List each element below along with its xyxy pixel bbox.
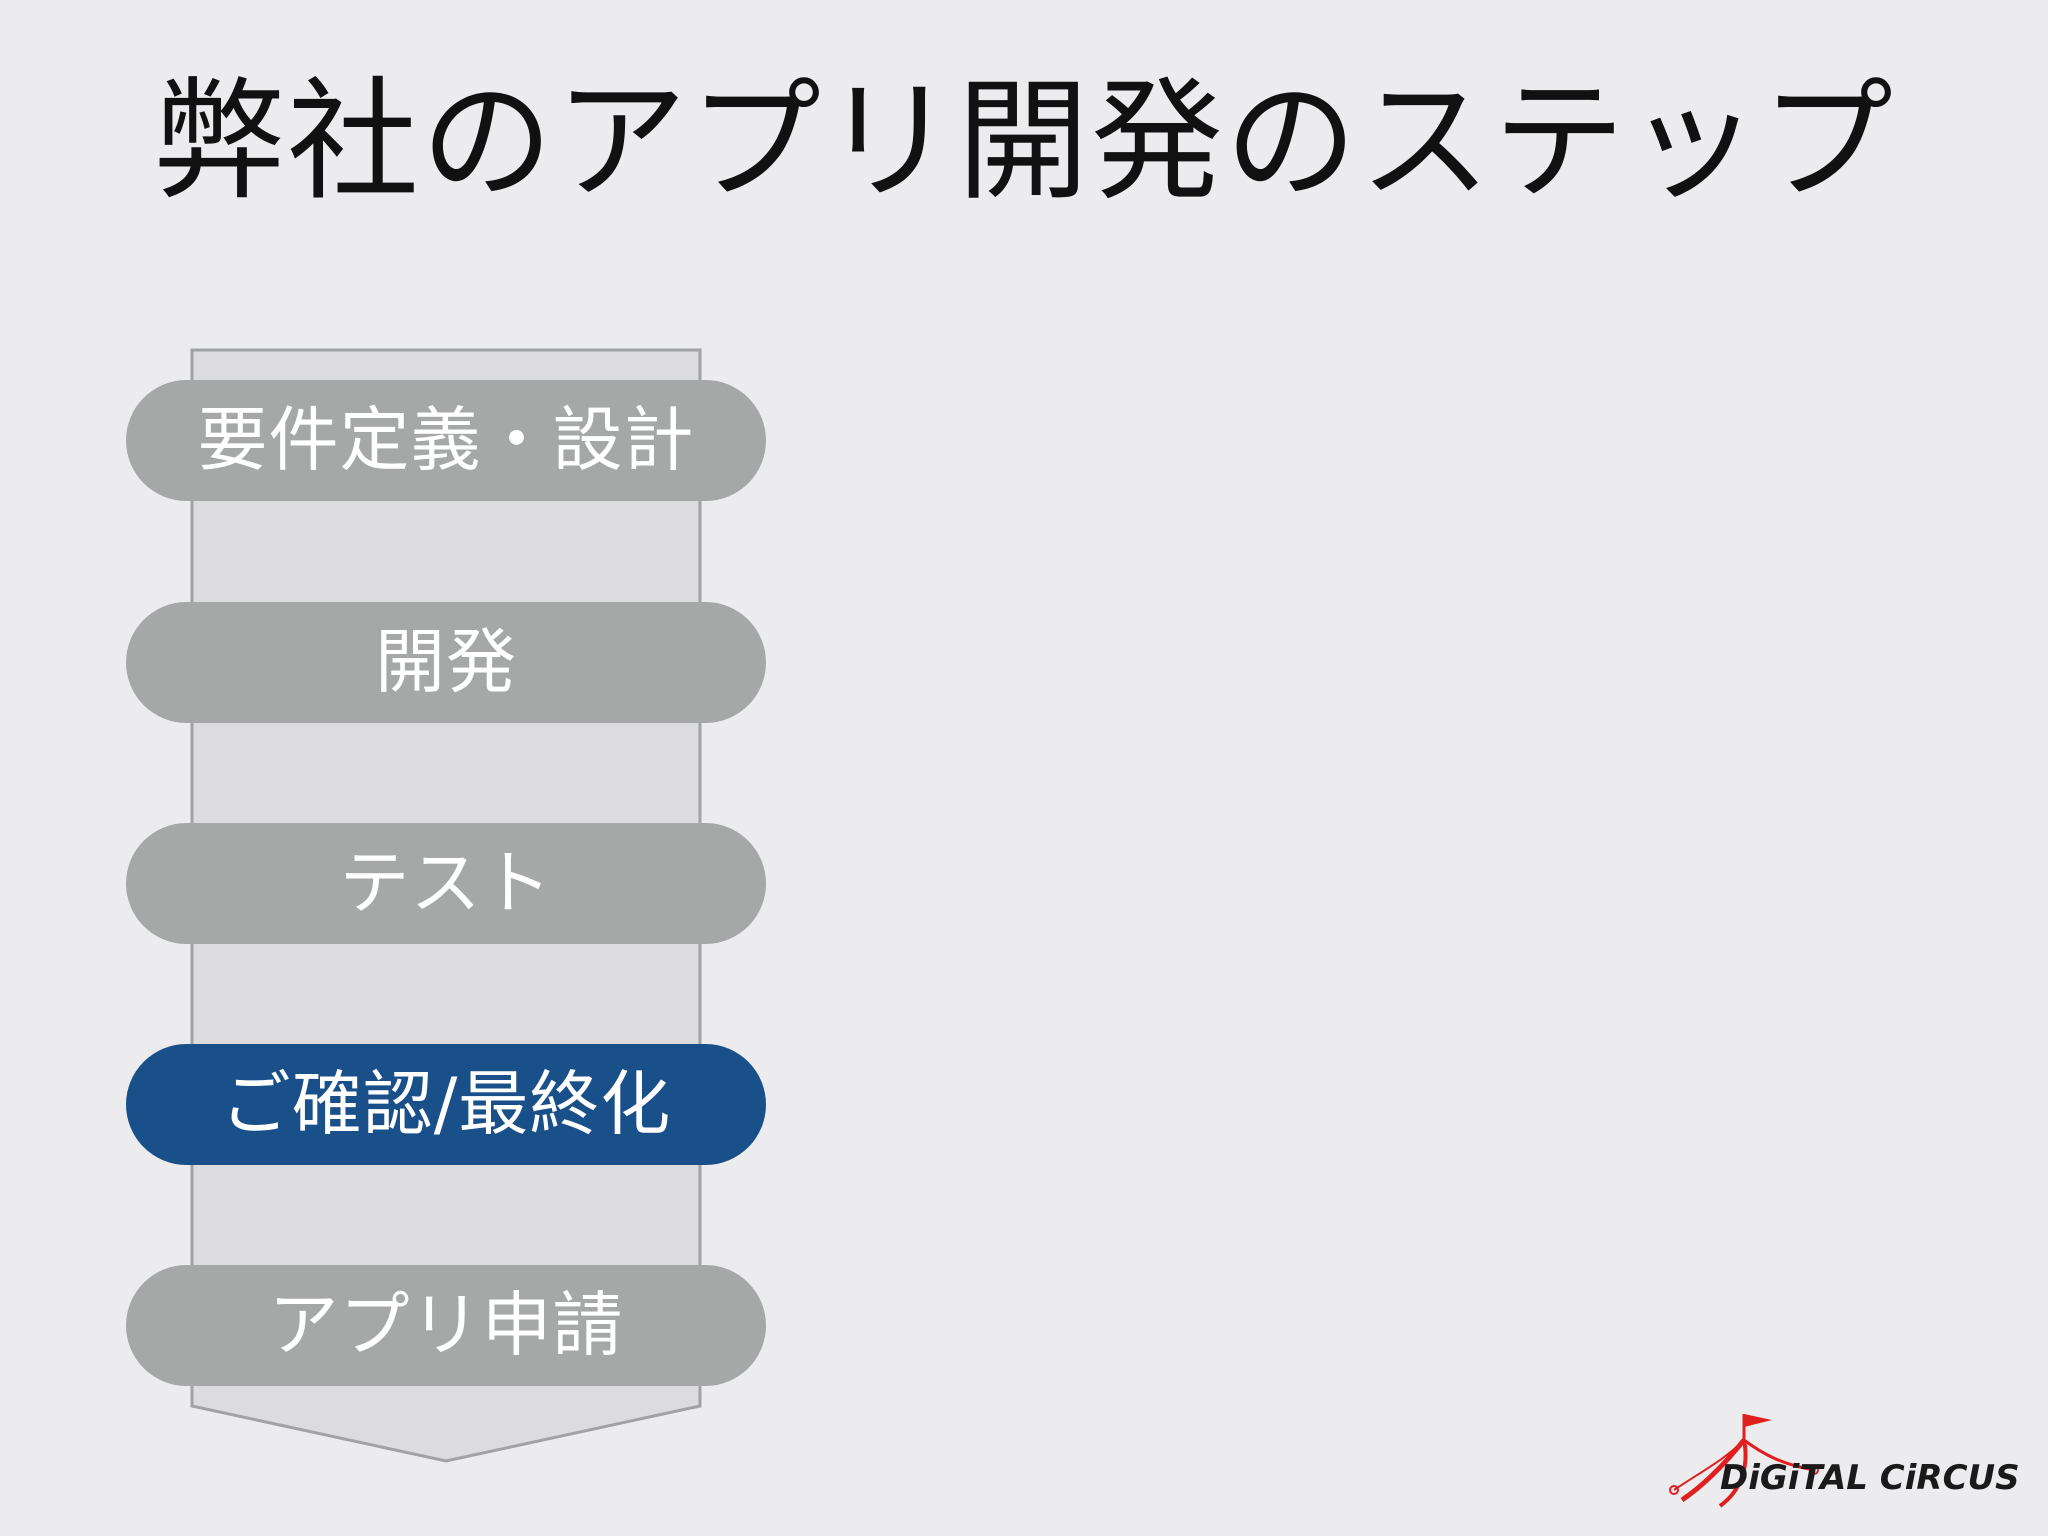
page-title: 弊社のアプリ開発のステップ xyxy=(153,65,1895,219)
company-logo-text: DiGiTAL CiRCUS xyxy=(1720,1458,2020,1498)
circus-tent-logo-icon xyxy=(1669,1414,1819,1508)
step-requirements-design: 要件定義・設計 xyxy=(126,380,766,501)
step-development: 開発 xyxy=(126,602,766,723)
step-testing: テスト xyxy=(126,823,766,944)
step-app-submission: アプリ申請 xyxy=(126,1265,766,1386)
step-confirmation-finalization: ご確認/最終化 xyxy=(126,1044,766,1165)
